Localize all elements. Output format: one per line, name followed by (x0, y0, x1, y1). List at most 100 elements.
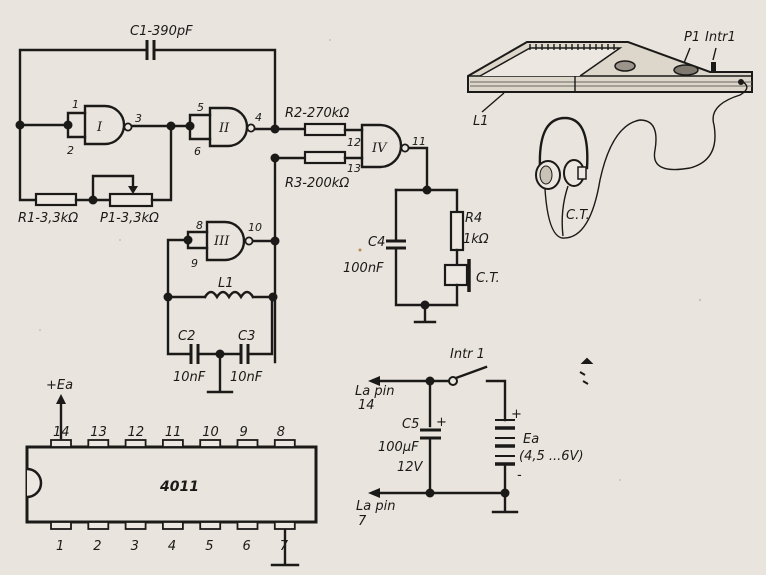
power-supply-section: Intr 1 La pin 14 + C5 100μF 12V + - Ea (… (355, 347, 594, 529)
c4-label: C4 (368, 235, 385, 250)
ic-pin-label: 11 (165, 425, 182, 440)
coil-frame-drawing: L1 P1 Intr1 (467, 30, 753, 129)
p1-label: P1-3,3kΩ (100, 211, 159, 226)
gate-IV-label: IV (371, 141, 388, 156)
c3-label: C3 (238, 329, 255, 344)
r2-label: R2-270kΩ (285, 106, 349, 121)
ic-pin-label: 1 (56, 539, 64, 554)
headphones-drawing: C.T. (535, 81, 748, 239)
r3-label: R3-200kΩ (285, 176, 349, 191)
ic-supply-label: +Ea (46, 378, 73, 393)
ic-pin-3 (124, 521, 147, 530)
ic-pin-label: 13 (90, 425, 107, 440)
pin-2-label: 2 (67, 144, 74, 157)
c2-value: 10nF (173, 370, 206, 385)
oscillator-section: C1-390pF I 1 2 3 II 5 6 4 (15, 24, 312, 226)
to-pin14-label: La pin (355, 384, 394, 399)
pin-10-label: 10 (248, 221, 262, 234)
pin-13-label: 13 (347, 162, 361, 175)
ic-pin-2 (87, 521, 110, 530)
ic-pin-4 (161, 521, 184, 530)
ic-name: 4011 (159, 479, 199, 495)
pin-11-label: 11 (412, 135, 426, 148)
c2-label: C2 (178, 329, 195, 344)
illus-pot-label: P1 (684, 30, 700, 45)
ic-pin-11 (161, 439, 184, 448)
ic-pin-12 (124, 439, 147, 448)
resistor-r3 (303, 150, 347, 165)
battery-label: Ea (523, 432, 539, 447)
ic-pin-9 (236, 439, 259, 448)
pin-4-label: 4 (255, 111, 262, 124)
to-pin14-num: 14 (358, 398, 375, 413)
potentiometer-p1 (108, 192, 154, 208)
ic-pin-7 (273, 521, 296, 530)
pot-knob (673, 64, 699, 76)
gate-II-label: II (218, 121, 230, 136)
resistor-r4 (449, 210, 465, 252)
resistor-r2 (303, 122, 347, 137)
illus-switch-label: Intr1 (705, 30, 736, 45)
ic-pin-1 (50, 521, 72, 530)
nand-gate-III: III (205, 220, 254, 262)
ic-pin-13 (87, 439, 110, 448)
r4-value: 1kΩ (463, 232, 489, 247)
c3-value: 10nF (230, 370, 263, 385)
illus-coil-label: L1 (473, 114, 489, 129)
l1-label: L1 (218, 276, 234, 291)
nand-gate-I: I (83, 104, 133, 146)
ic-pin-label: 4 (168, 539, 176, 554)
r1-label: R1-3,3kΩ (18, 211, 78, 226)
nand-gate-IV: IV (360, 123, 410, 169)
ic-pin-label: 14 (53, 425, 70, 440)
ic-pin-label: 3 (131, 539, 139, 554)
pin-3-label: 3 (135, 112, 142, 125)
c5-value: 100μF (378, 440, 419, 455)
battery-minus: - (517, 468, 522, 483)
pin-8-label: 8 (196, 219, 203, 232)
device-illustration: L1 P1 Intr1 C.T. (467, 30, 753, 239)
ic-pin-label: 12 (128, 425, 145, 440)
gate-I-label: I (96, 120, 103, 135)
c5-label: C5 (402, 417, 419, 432)
ct-label: C.T. (476, 271, 500, 286)
c5-plus: + (436, 415, 447, 430)
resistor-r1 (34, 192, 78, 207)
ic-pin-label: 6 (243, 539, 251, 554)
earphone-ct (443, 259, 471, 292)
pin-12-label: 12 (347, 136, 361, 149)
c1-label: C1-390pF (130, 24, 193, 39)
c5-voltage: 12V (397, 460, 424, 475)
pin-5-label: 5 (197, 101, 204, 114)
nand-gate-II: II (208, 106, 256, 148)
ic-pin-5 (199, 521, 222, 530)
battery-range: (4,5 ...6V) (519, 449, 584, 464)
ic-pin-14 (50, 439, 72, 448)
to-pin7-label: La pin (356, 499, 395, 514)
ic-pin-label: 2 (93, 539, 101, 554)
ic-pin-8 (273, 439, 296, 448)
switch-label: Intr 1 (450, 347, 485, 362)
pin-1-label: 1 (72, 98, 79, 111)
switch-toggle (711, 62, 716, 72)
battery-ea (495, 419, 515, 466)
ic-pin-label: 9 (240, 425, 248, 440)
pin-6-label: 6 (194, 145, 201, 158)
ic-pin-label: 5 (205, 539, 213, 554)
illus-headphones-label: C.T. (566, 208, 590, 223)
ic-pin-10 (199, 439, 222, 448)
ic-pin-label: 8 (277, 425, 285, 440)
pin-9-label: 9 (191, 257, 198, 270)
c4-value: 100nF (343, 261, 384, 276)
paper-specks (39, 39, 702, 481)
r4-label: R4 (465, 211, 482, 226)
switch-intr1 (454, 365, 488, 380)
gate-III-label: III (213, 234, 230, 249)
lc-oscillator-section: III 8 9 10 L1 C2 C3 10nF 10nF (163, 153, 280, 394)
inductor-l1 (203, 290, 255, 300)
mixer-section: R2-270kΩ R3-200kΩ 12 13 IV 11 C4 100nF R… (273, 106, 500, 324)
capacitor-c1 (145, 40, 156, 60)
ic-pin-label: 10 (202, 425, 219, 440)
